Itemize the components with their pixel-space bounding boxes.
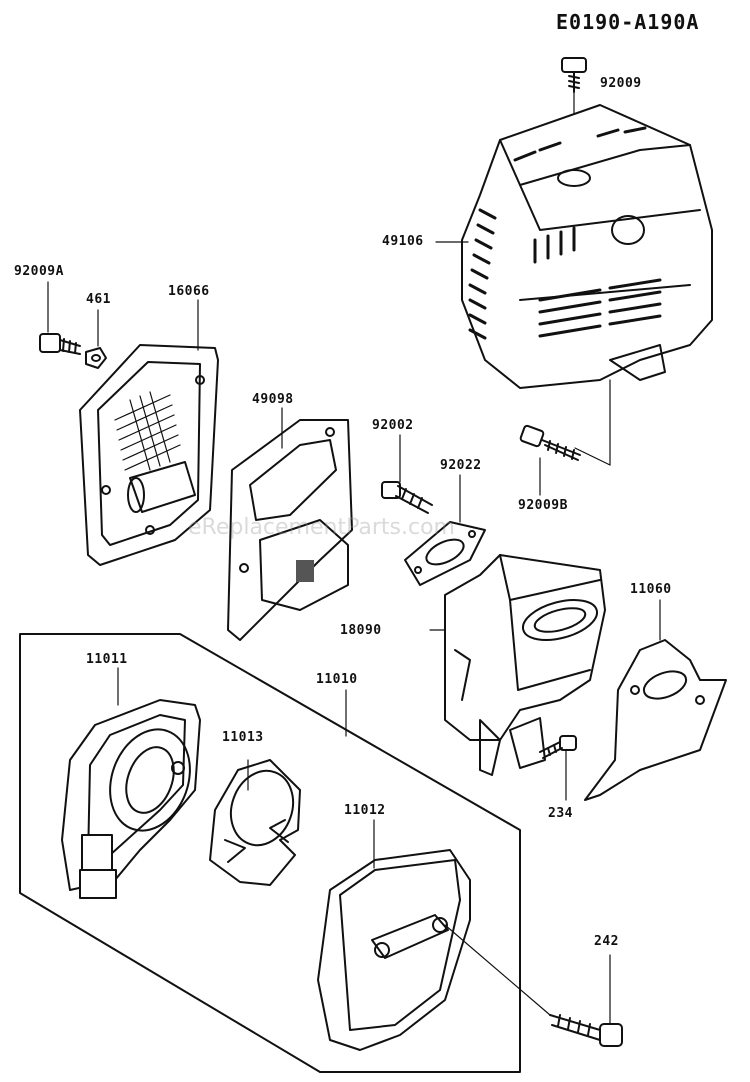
screw-234-drawing [539, 735, 577, 801]
gasket-49098-drawing [227, 407, 353, 641]
bolt-242-drawing [444, 924, 623, 1047]
part-label-92002[interactable]: 92002 [372, 418, 414, 433]
element-11013-drawing [209, 759, 301, 886]
part-label-11060[interactable]: 11060 [630, 582, 672, 597]
cover-11012-drawing [317, 819, 471, 1051]
bolt-92009B-drawing [519, 424, 581, 496]
part-label-49106[interactable]: 49106 [382, 234, 424, 249]
muffler-cover-49106-drawing [435, 104, 713, 466]
part-label-49098[interactable]: 49098 [252, 392, 294, 407]
bolt-92002-drawing [381, 434, 433, 514]
part-label-11012[interactable]: 11012 [344, 803, 386, 818]
part-label-11010[interactable]: 11010 [316, 672, 358, 687]
part-label-234[interactable]: 234 [548, 806, 573, 821]
part-label-11013[interactable]: 11013 [222, 730, 264, 745]
nut-461-drawing [85, 309, 107, 369]
muffler-18090-drawing [429, 554, 606, 776]
part-label-92009[interactable]: 92009 [600, 76, 642, 91]
case-11011-drawing [61, 667, 201, 899]
part-label-11011[interactable]: 11011 [86, 652, 128, 667]
part-label-461[interactable]: 461 [86, 292, 111, 307]
gasket-92022-drawing [404, 474, 486, 586]
part-label-92022[interactable]: 92022 [440, 458, 482, 473]
assembly-11010-outline [19, 633, 521, 1073]
part-label-92009A[interactable]: 92009A [14, 264, 64, 279]
air-filter-16066-drawing [79, 299, 219, 566]
bolt-92009A-drawing [39, 281, 81, 355]
part-label-92009B[interactable]: 92009B [518, 498, 568, 513]
part-label-18090[interactable]: 18090 [340, 623, 382, 638]
part-label-242[interactable]: 242 [594, 934, 619, 949]
watermark-text: eReplacementParts.com [188, 515, 455, 540]
plate-11060-drawing [584, 599, 727, 801]
figure-code: E0190-A190A [556, 10, 700, 34]
part-label-16066[interactable]: 16066 [168, 284, 210, 299]
